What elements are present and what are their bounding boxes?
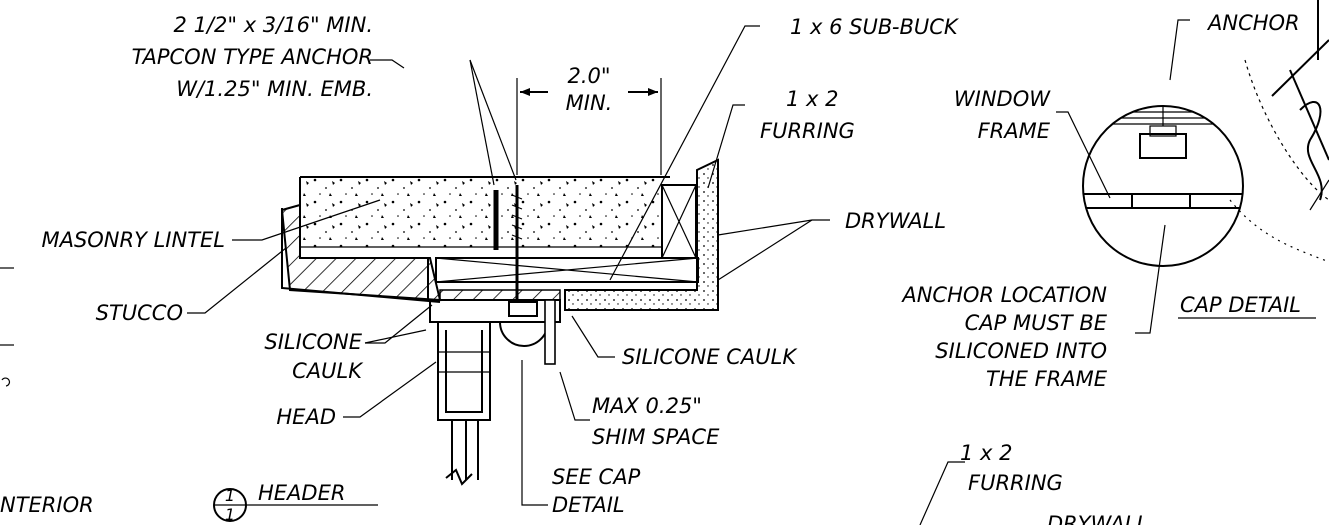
furring-label-bottom-line2: FURRING [968,471,1063,495]
anchor-location-line1: ANCHOR LOCATION [900,283,1107,307]
text-labels: 2 1/2" x 3/16" MIN. TAPCON TYPE ANCHOR W… [0,11,1316,530]
furring-label-bottom-line1: 1 x 2 [960,441,1013,465]
drywall [564,158,719,311]
stucco-label: STUCCO [96,301,183,325]
sub-buck [435,257,699,283]
tapcon-label-line3: W/1.25" MIN. EMB. [176,77,373,101]
furring-label-top-line2: FURRING [760,119,855,143]
silicone-caulk-left-line2: CAULK [292,359,364,383]
window-head-frame [427,258,561,486]
tapcon-label-line2: TAPCON TYPE ANCHOR [132,45,373,69]
stucco [280,203,442,303]
detail-title: HEADER [258,481,345,505]
silicone-caulk-right-label: SILICONE CAULK [622,345,798,369]
tapcon-anchors [469,59,523,300]
dimension-2in [516,78,662,175]
window-frame-label-line1: WINDOW [954,87,1051,111]
tapcon-label-line1: 2 1/2" x 3/16" MIN. [174,13,373,37]
masonry-lintel [299,176,670,258]
detail-number-bottom: 1 [225,505,235,524]
leader-lines [187,19,1190,526]
right-edge-sketch [1229,0,1329,263]
see-cap-label-line2: DETAIL [552,493,625,517]
drywall-label: DRYWALL [845,209,946,233]
left-edge-fragments [0,267,14,387]
head-label: HEAD [276,405,336,429]
anchor-label: ANCHOR [1206,11,1300,35]
silicone-caulk-left-line1: SILICONE [264,330,362,354]
anchor-location-line3: SILICONED INTO [935,339,1107,363]
anchor-location-line4: THE FRAME [986,367,1108,391]
masonry-lintel-label: MASONRY LINTEL [41,228,225,252]
shim-label-line1: MAX 0.25" [592,394,702,418]
see-cap-label-line1: SEE CAP [552,465,641,489]
dimension-min: MIN. [566,91,613,115]
anchor-location-line2: CAP MUST BE [965,311,1108,335]
detail-tag [213,488,378,522]
furring-label-top-line1: 1 x 2 [786,87,839,111]
shim-label-line2: SHIM SPACE [592,425,720,449]
furring-block [661,184,697,259]
window-frame-label-line2: FRAME [978,119,1051,143]
interior-partial-label: NTERIOR [0,493,94,517]
drywall-bottom-partial-label: DRYWALL [1047,512,1148,525]
detail-number-top: 1 [225,486,235,505]
subbuck-label: 1 x 6 SUB-BUCK [790,15,960,39]
dimension-value: 2.0" [567,64,610,88]
cap-detail-title: CAP DETAIL [1180,293,1301,317]
